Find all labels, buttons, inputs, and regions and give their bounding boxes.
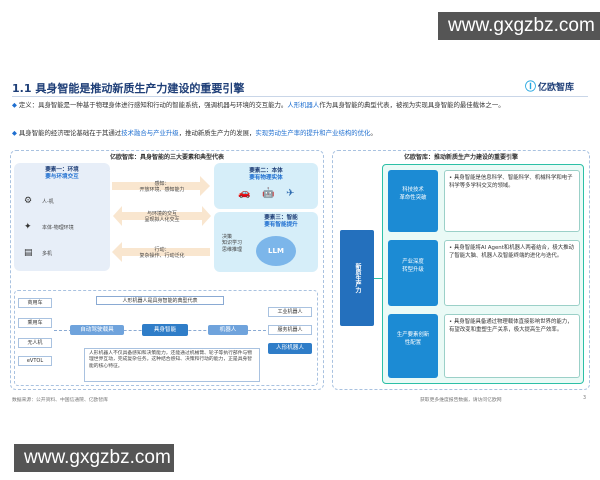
multi-robot-icon: ▤ xyxy=(24,248,33,258)
logo-icon: Ⓘ xyxy=(525,80,536,93)
intelligence-side-labels: 决策 知识学习 思维推理 xyxy=(222,234,243,253)
page-number: 3 xyxy=(583,396,587,401)
footer-more-link[interactable]: 获取更多维度报告数据，请访问亿欧网 xyxy=(420,398,502,403)
brain-icon: ⚙ xyxy=(24,196,33,206)
robot-humanoid: 人形机器人 xyxy=(268,343,312,354)
element-body xyxy=(214,163,318,209)
category-commercial-vehicle: 商用车 xyxy=(18,298,52,308)
left-panel-title: 亿欧智库：具身智能的三大要素和典型代表 xyxy=(109,154,224,161)
element-environment xyxy=(14,163,110,271)
row3-text: • 具身智能具备通过物理载体直接影响世界的能力，有望改变和重塑生产关系，极大提高… xyxy=(444,314,580,378)
row3-label: 生产要素创新性配置 xyxy=(388,314,438,378)
arrow-perception: 感知：开放环境、感知能力 xyxy=(139,181,185,194)
footer-source: 数据来源：公开资料、中国信通院、亿欧智库 xyxy=(12,398,108,403)
llm-cloud: LLM xyxy=(256,236,296,266)
chain-embodied-ai: 具身智能 xyxy=(142,324,188,336)
robot-service: 服务机器人 xyxy=(268,325,312,335)
typical-label: 人形机器人是具身智能的典型代表 xyxy=(96,296,224,305)
row2-label: 产业深度转型升级 xyxy=(388,240,438,306)
row2-text: • 具身智能将AI Agent和机器人两者结合，极大推动了智能大脑、机器人及智能… xyxy=(444,240,580,306)
arrow-interaction: 与环境的交互呈现拟人化交互 xyxy=(144,211,180,224)
bullet-definition: ◆定义：具身智能是一种基于物理身体进行感知和行动的智能系统，强调机器与环境的交互… xyxy=(12,101,505,109)
element1-heading: 要素一：环境要与环境交互 xyxy=(45,167,79,180)
diamond-icon: ◆ xyxy=(12,129,17,137)
connector xyxy=(374,278,382,279)
robot-icon: 🤖 xyxy=(262,188,275,199)
drone-icon: ✈ xyxy=(286,188,295,199)
row1-text: • 具身智能是信息科学、智能科学、机械科学和电子科学等多学科交叉的领域。 xyxy=(444,170,580,232)
category-evtol: eVTOL xyxy=(18,356,52,366)
title-divider xyxy=(12,96,588,97)
bullet-dot: • xyxy=(449,319,454,325)
env-item-multi-machine: 多机 xyxy=(42,251,53,257)
element2-heading: 要素二：本体要有物理实体 xyxy=(249,168,283,181)
new-productivity-label: 新质生产力 xyxy=(340,230,374,326)
bullet-dot: • xyxy=(449,175,454,181)
page-title: 1.1 具身智能是推动新质生产力建设的重要引擎 xyxy=(12,82,245,95)
category-drone: 无人机 xyxy=(18,338,52,348)
watermark-top: www.gxgzbz.com xyxy=(438,12,600,40)
diamond-icon: ◆ xyxy=(12,101,17,109)
vehicle-icon: 🚗 xyxy=(238,188,251,199)
category-passenger-car: 乘用车 xyxy=(18,318,52,328)
humanoid-note: 人形机器人不仅具备感知和决策能力，还能通过机械臂、轮子等执行部件与物理世界互动，… xyxy=(84,348,260,382)
element3-heading: 要素三：智能要有智能提升 xyxy=(264,215,298,228)
flow-arrows xyxy=(112,176,211,262)
watermark-bottom: www.gxgzbz.com xyxy=(14,444,174,472)
env-item-human-machine: 人-机 xyxy=(42,199,54,205)
chain-robot: 机器人 xyxy=(208,325,248,335)
typical-section xyxy=(14,290,318,386)
right-panel xyxy=(332,150,590,390)
bullet-dot: • xyxy=(449,245,454,251)
bullet-economics: ◆具身智能的经济理论基础在于其通过技术融合与产业升级，推动新质生产力的发展，实现… xyxy=(12,129,377,137)
env-item-body-physical: 本体-物理环境 xyxy=(42,225,74,231)
robot-arm-icon: ✦ xyxy=(24,222,32,232)
chain-autonomous-vehicle: 自动驾驶载具 xyxy=(70,325,124,335)
arrow-action: 行动：复杂操作、行动泛化 xyxy=(139,247,185,260)
robot-industrial: 工业机器人 xyxy=(268,307,312,317)
left-panel xyxy=(10,150,324,390)
row1-label: 科技技术革命性突破 xyxy=(388,170,438,232)
right-panel-title: 亿欧智库：推动新质生产力建设的重要引擎 xyxy=(403,154,518,161)
